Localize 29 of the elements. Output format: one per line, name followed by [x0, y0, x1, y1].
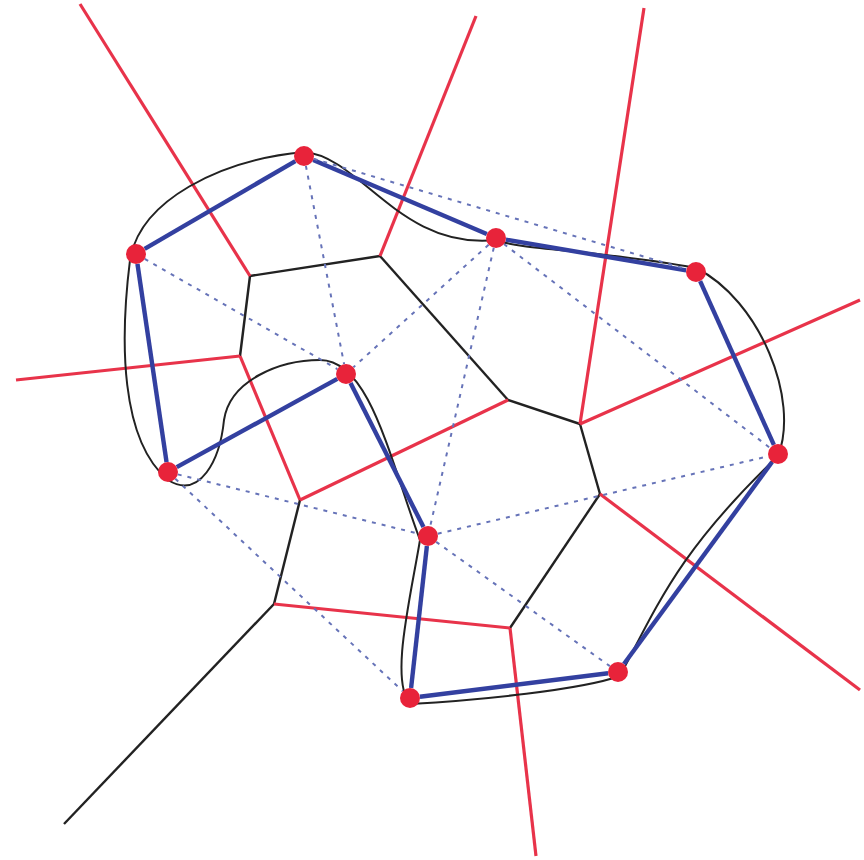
point-dot	[126, 244, 146, 264]
line	[698, 280, 776, 446]
dotted-line	[352, 243, 490, 369]
point-dot	[418, 526, 438, 546]
dotted-line	[502, 243, 772, 449]
dotted-line	[304, 164, 346, 366]
line	[505, 237, 687, 273]
point-dot	[336, 364, 356, 384]
dotted-line	[435, 540, 611, 668]
point-dot	[686, 262, 706, 282]
dotted-line	[143, 257, 339, 371]
dotted-line	[429, 246, 495, 528]
point-dot	[768, 444, 788, 464]
line	[348, 381, 426, 529]
point-dot	[294, 146, 314, 166]
line	[312, 157, 488, 237]
line	[408, 545, 430, 689]
dotted-line	[312, 157, 688, 271]
line	[143, 159, 297, 251]
line	[419, 671, 609, 699]
point-dot	[486, 228, 506, 248]
dotted-line	[176, 473, 420, 535]
point-dot	[608, 662, 628, 682]
dotted-line	[174, 477, 404, 693]
line	[135, 263, 169, 463]
point-dot	[400, 688, 420, 708]
line	[175, 376, 339, 470]
line	[622, 460, 774, 666]
point-dot	[158, 462, 178, 482]
